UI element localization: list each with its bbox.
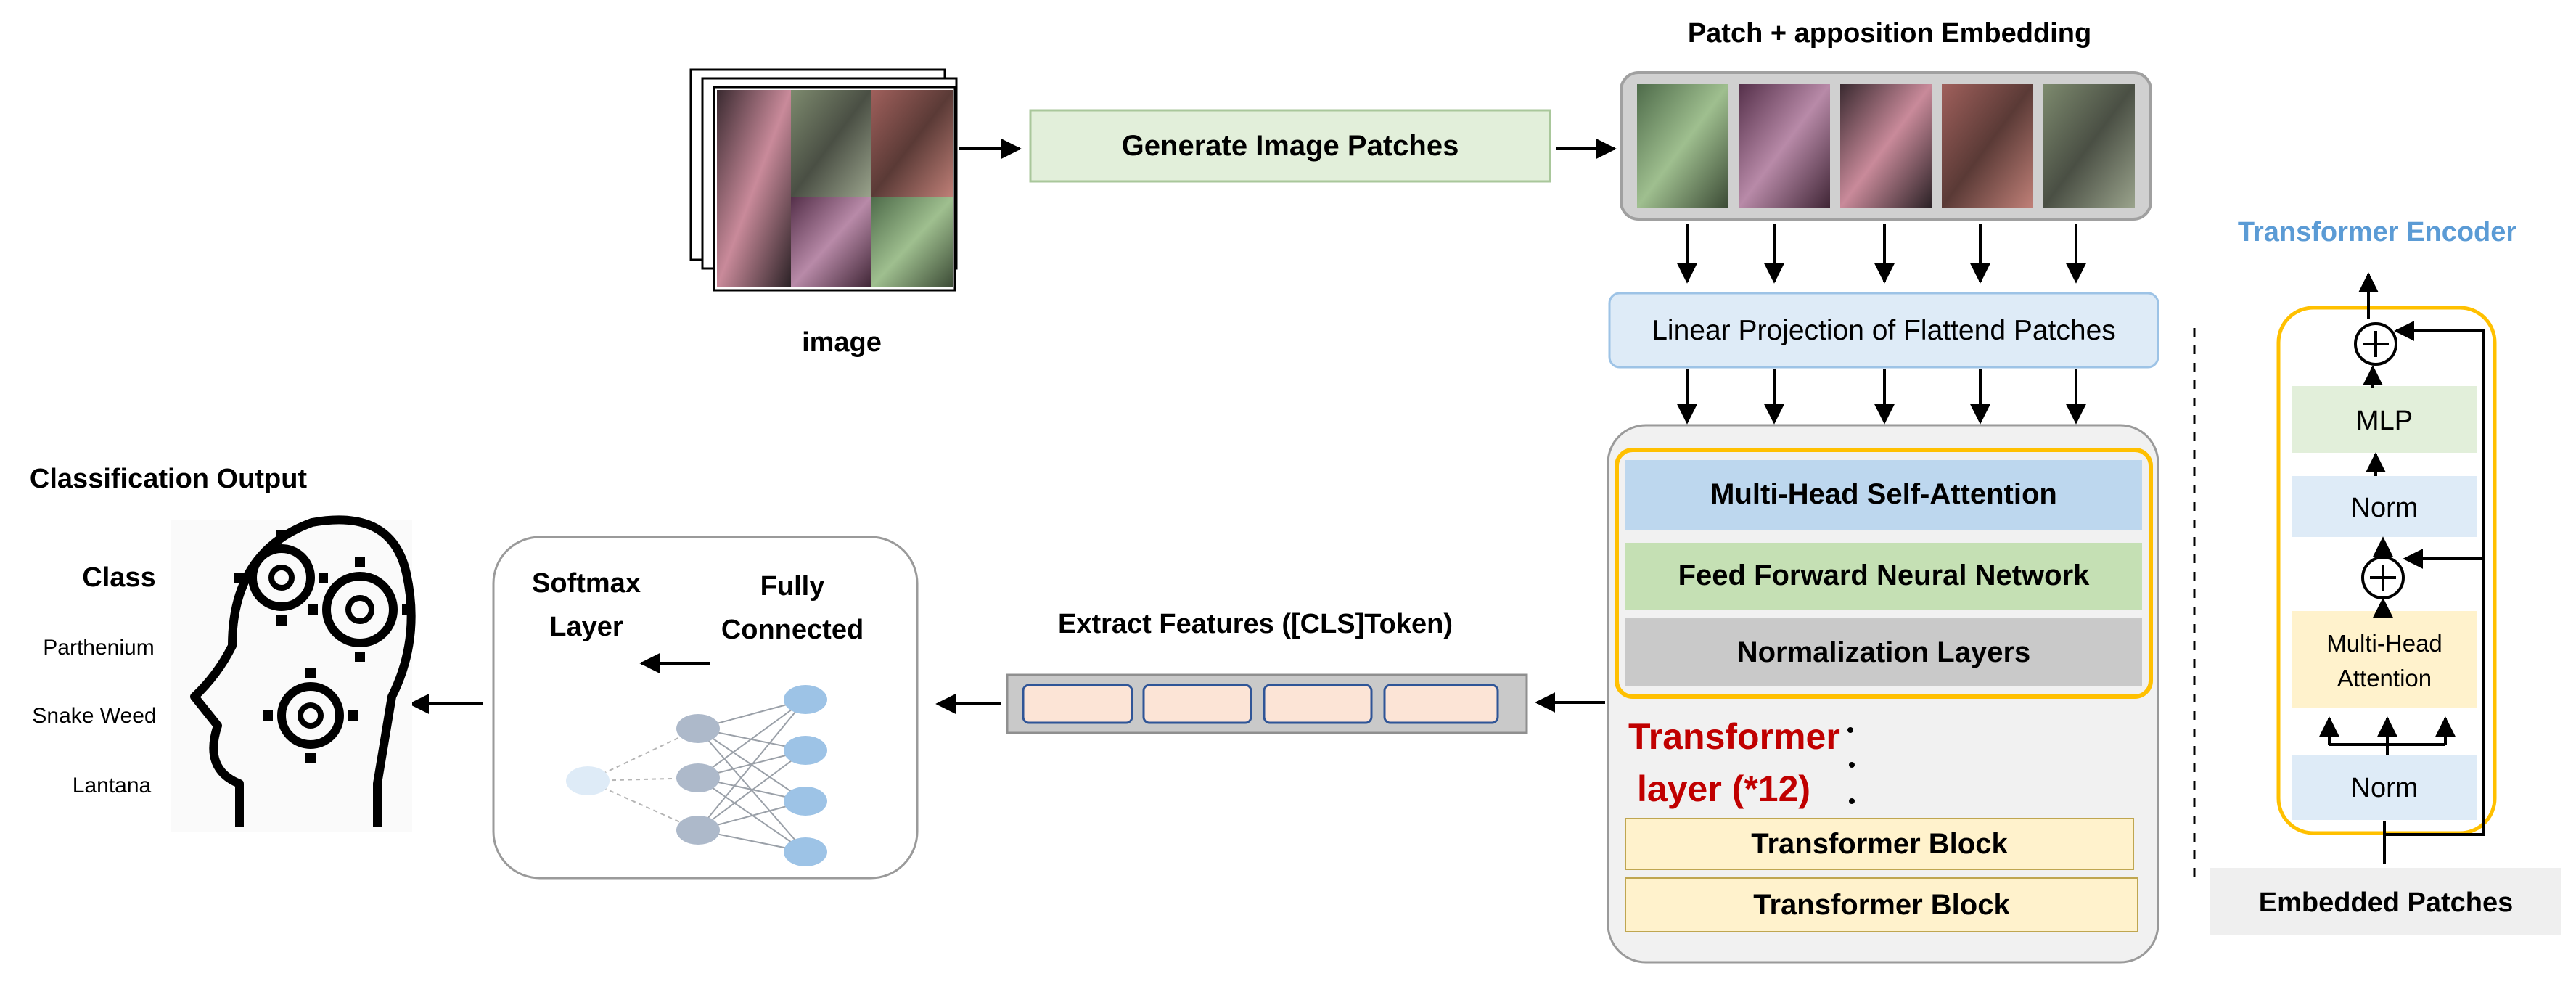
embedding-title: Patch + apposition Embedding xyxy=(1688,18,2091,49)
transformer-block-1 xyxy=(1625,818,2134,870)
continuation-dots xyxy=(1847,727,1855,804)
linear-projection-box xyxy=(1608,292,2159,369)
feature-tokens xyxy=(1022,684,1499,724)
class-snake-weed-label: Snake Weed xyxy=(32,704,156,728)
transformer-layer-label-line2: layer (*12) xyxy=(1637,768,1810,809)
generate-patches-label: Generate Image Patches xyxy=(1122,130,1459,162)
transformer-layer-label-line1: Transformer xyxy=(1628,716,1840,757)
transformer-layer-frame xyxy=(1615,448,2153,699)
norm-top-label: Norm xyxy=(2351,493,2419,523)
norm-bottom-label: Norm xyxy=(2351,773,2419,803)
encoder-title: Transformer Encoder xyxy=(2238,217,2517,247)
arrows-patches-to-projection xyxy=(1677,224,2086,284)
embedded-patches-label: Embedded Patches xyxy=(2259,887,2514,918)
norm-top-box xyxy=(2292,476,2477,537)
softmax-label-line1: Softmax xyxy=(532,568,641,599)
feed-forward-label: Feed Forward Neural Network xyxy=(1678,559,2091,591)
feed-forward-box xyxy=(1625,543,2142,610)
class-heading: Class xyxy=(82,562,155,593)
normalization-label: Normalization Layers xyxy=(1737,636,2031,668)
norm-bottom-box xyxy=(2292,755,2477,820)
class-parthenium-label: Parthenium xyxy=(43,636,154,660)
head-gears-icon xyxy=(171,515,416,832)
qkv-arrows xyxy=(2319,716,2456,755)
class-lantana-label: Lantana xyxy=(73,774,152,798)
transformer-block-1-label: Transformer Block xyxy=(1751,828,2008,860)
patch-tiles xyxy=(1637,84,2135,208)
multihead-attention-label-line1: Multi-Head xyxy=(2326,630,2442,657)
extract-features-label: Extract Features ([CLS]Token) xyxy=(1058,609,1453,639)
normalization-box xyxy=(1625,618,2142,686)
input-image-stack xyxy=(689,68,958,292)
multihead-attention-label-line2: Attention xyxy=(2337,665,2432,692)
fully-connected-label-line2: Connected xyxy=(721,615,864,645)
linear-projection-label: Linear Projection of Flattend Patches xyxy=(1652,315,2116,346)
multihead-attention-box xyxy=(2292,611,2477,708)
softmax-label-line2: Layer xyxy=(549,612,623,642)
residual-add-top-icon xyxy=(2354,322,2397,366)
image-label: image xyxy=(802,327,882,358)
embedded-patches-box xyxy=(2210,868,2561,935)
generate-patches-box xyxy=(1029,109,1551,183)
transformer-block-2 xyxy=(1625,877,2138,932)
classification-output-title: Classification Output xyxy=(30,464,307,494)
residual-add-bottom-icon xyxy=(2361,556,2405,599)
neural-network-icon xyxy=(566,685,827,866)
mlp-box xyxy=(2292,386,2477,453)
transformer-block-2-label: Transformer Block xyxy=(1753,889,2010,921)
fully-connected-label-line1: Fully xyxy=(760,571,825,602)
mlp-label: MLP xyxy=(2356,406,2413,436)
self-attention-label: Multi-Head Self-Attention xyxy=(1710,478,2057,510)
arrows-projection-to-stack xyxy=(1677,369,2086,425)
self-attention-box xyxy=(1625,460,2142,530)
